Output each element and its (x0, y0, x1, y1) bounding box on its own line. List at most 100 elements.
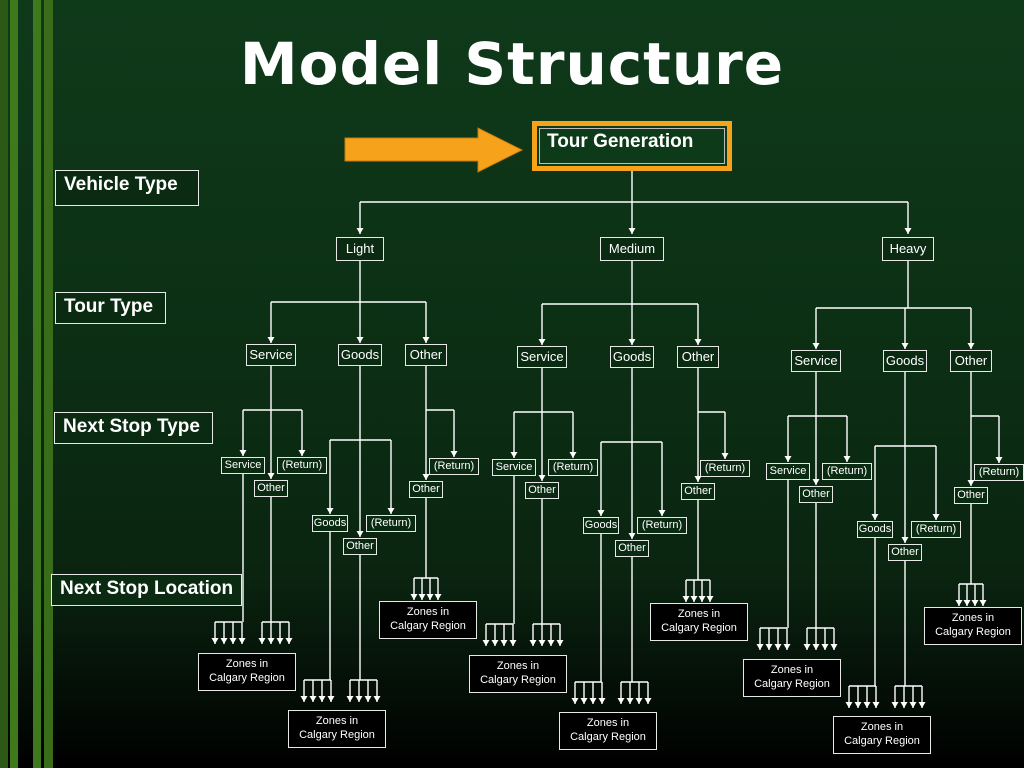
next-stop-other: Other (254, 480, 288, 497)
label-tour-type: Tour Type (55, 292, 166, 324)
next-stop-return: (Return) (429, 458, 479, 475)
arrowhead-icon (426, 594, 434, 600)
decor-stripe-1 (0, 0, 8, 768)
arrowhead-icon (682, 596, 690, 602)
arrowhead-icon (300, 696, 308, 702)
next-stop-return: (Return) (548, 459, 598, 476)
next-stop-return: (Return) (911, 521, 961, 538)
next-stop-goods: Goods (857, 521, 893, 538)
arrowhead-icon (812, 343, 820, 349)
arrowhead-icon (327, 696, 335, 702)
arrowhead-icon (529, 640, 537, 646)
arrowhead-icon (258, 638, 266, 644)
arrowhead-icon (803, 644, 811, 650)
arrowhead-icon (500, 640, 508, 646)
arrowhead-icon (967, 480, 975, 486)
arrowhead-icon (891, 702, 899, 708)
arrowhead-icon (580, 698, 588, 704)
arrowhead-icon (538, 475, 546, 481)
arrowhead-icon (510, 452, 518, 458)
tour-type-goods: Goods (610, 346, 654, 368)
zones-box: Zones in Calgary Region (650, 603, 748, 641)
arrowhead-icon (597, 510, 605, 516)
arrowhead-icon (854, 702, 862, 708)
arrowhead-icon (326, 508, 334, 514)
next-stop-return: (Return) (637, 517, 687, 534)
next-stop-service: Service (221, 457, 265, 474)
arrowhead-icon (784, 456, 792, 462)
arrowhead-icon (845, 702, 853, 708)
arrowhead-icon (690, 596, 698, 602)
next-stop-other: Other (681, 483, 715, 500)
arrowhead-icon (422, 337, 430, 343)
tour-generation-label: Tour Generation (547, 131, 694, 152)
tour-type-other: Other (950, 350, 992, 372)
arrowhead-icon (556, 640, 564, 646)
arrowhead-icon (309, 696, 317, 702)
arrowhead-icon (644, 698, 652, 704)
page-title: Model Structure (239, 30, 785, 98)
zones-box: Zones in Calgary Region (379, 601, 477, 639)
arrowhead-icon (547, 640, 555, 646)
arrowhead-icon (373, 696, 381, 702)
arrowhead-icon (918, 702, 926, 708)
arrowhead-icon (904, 228, 912, 234)
arrowhead-icon (955, 600, 963, 606)
arrowhead-icon (721, 453, 729, 459)
tour-type-goods: Goods (883, 350, 927, 372)
arrowhead-icon (812, 479, 820, 485)
label-vehicle-type: Vehicle Type (55, 170, 199, 206)
next-stop-other: Other (343, 538, 377, 555)
arrowhead-icon (698, 596, 706, 602)
arrowhead-icon (635, 698, 643, 704)
arrowhead-icon (418, 594, 426, 600)
arrowhead-icon (995, 457, 1003, 463)
arrowhead-icon (211, 638, 219, 644)
decor-stripe-4 (44, 0, 53, 768)
arrowhead-icon (509, 640, 517, 646)
arrowhead-icon (694, 476, 702, 482)
vehicle-type-light: Light (336, 237, 384, 261)
arrowhead-icon (821, 644, 829, 650)
tour-type-service: Service (791, 350, 841, 372)
arrowhead-icon (239, 450, 247, 456)
arrowhead-icon (830, 644, 838, 650)
next-stop-return: (Return) (822, 463, 872, 480)
arrowhead-icon (238, 638, 246, 644)
next-stop-other: Other (799, 486, 833, 503)
tour-type-service: Service (246, 344, 296, 366)
arrowhead-icon (979, 600, 987, 606)
decor-stripe-2 (10, 0, 18, 768)
arrowhead-icon (598, 698, 606, 704)
arrowhead-icon (434, 594, 442, 600)
zones-box: Zones in Calgary Region (198, 653, 296, 691)
arrowhead-icon (932, 514, 940, 520)
arrowhead-icon (276, 638, 284, 644)
zones-box: Zones in Calgary Region (469, 655, 567, 693)
arrowhead-icon (628, 228, 636, 234)
arrowhead-icon (491, 640, 499, 646)
label-next-stop-type: Next Stop Type (54, 412, 213, 444)
arrowhead-icon (694, 339, 702, 345)
arrowhead-icon (267, 337, 275, 343)
arrowhead-icon (901, 537, 909, 543)
arrowhead-icon (422, 474, 430, 480)
arrowhead-icon (356, 531, 364, 537)
arrowhead-icon (450, 451, 458, 457)
arrowhead-icon (355, 696, 363, 702)
next-stop-return: (Return) (700, 460, 750, 477)
arrowhead-icon (626, 698, 634, 704)
arrowhead-icon (658, 510, 666, 516)
arrowhead-icon (229, 638, 237, 644)
arrowhead-icon (812, 644, 820, 650)
next-stop-other: Other (525, 482, 559, 499)
arrowhead-icon (387, 508, 395, 514)
arrowhead-icon (628, 339, 636, 345)
next-stop-other: Other (615, 540, 649, 557)
arrowhead-icon (356, 337, 364, 343)
zones-box: Zones in Calgary Region (924, 607, 1022, 645)
zones-box: Zones in Calgary Region (288, 710, 386, 748)
arrowhead-icon (589, 698, 597, 704)
zones-box: Zones in Calgary Region (833, 716, 931, 754)
